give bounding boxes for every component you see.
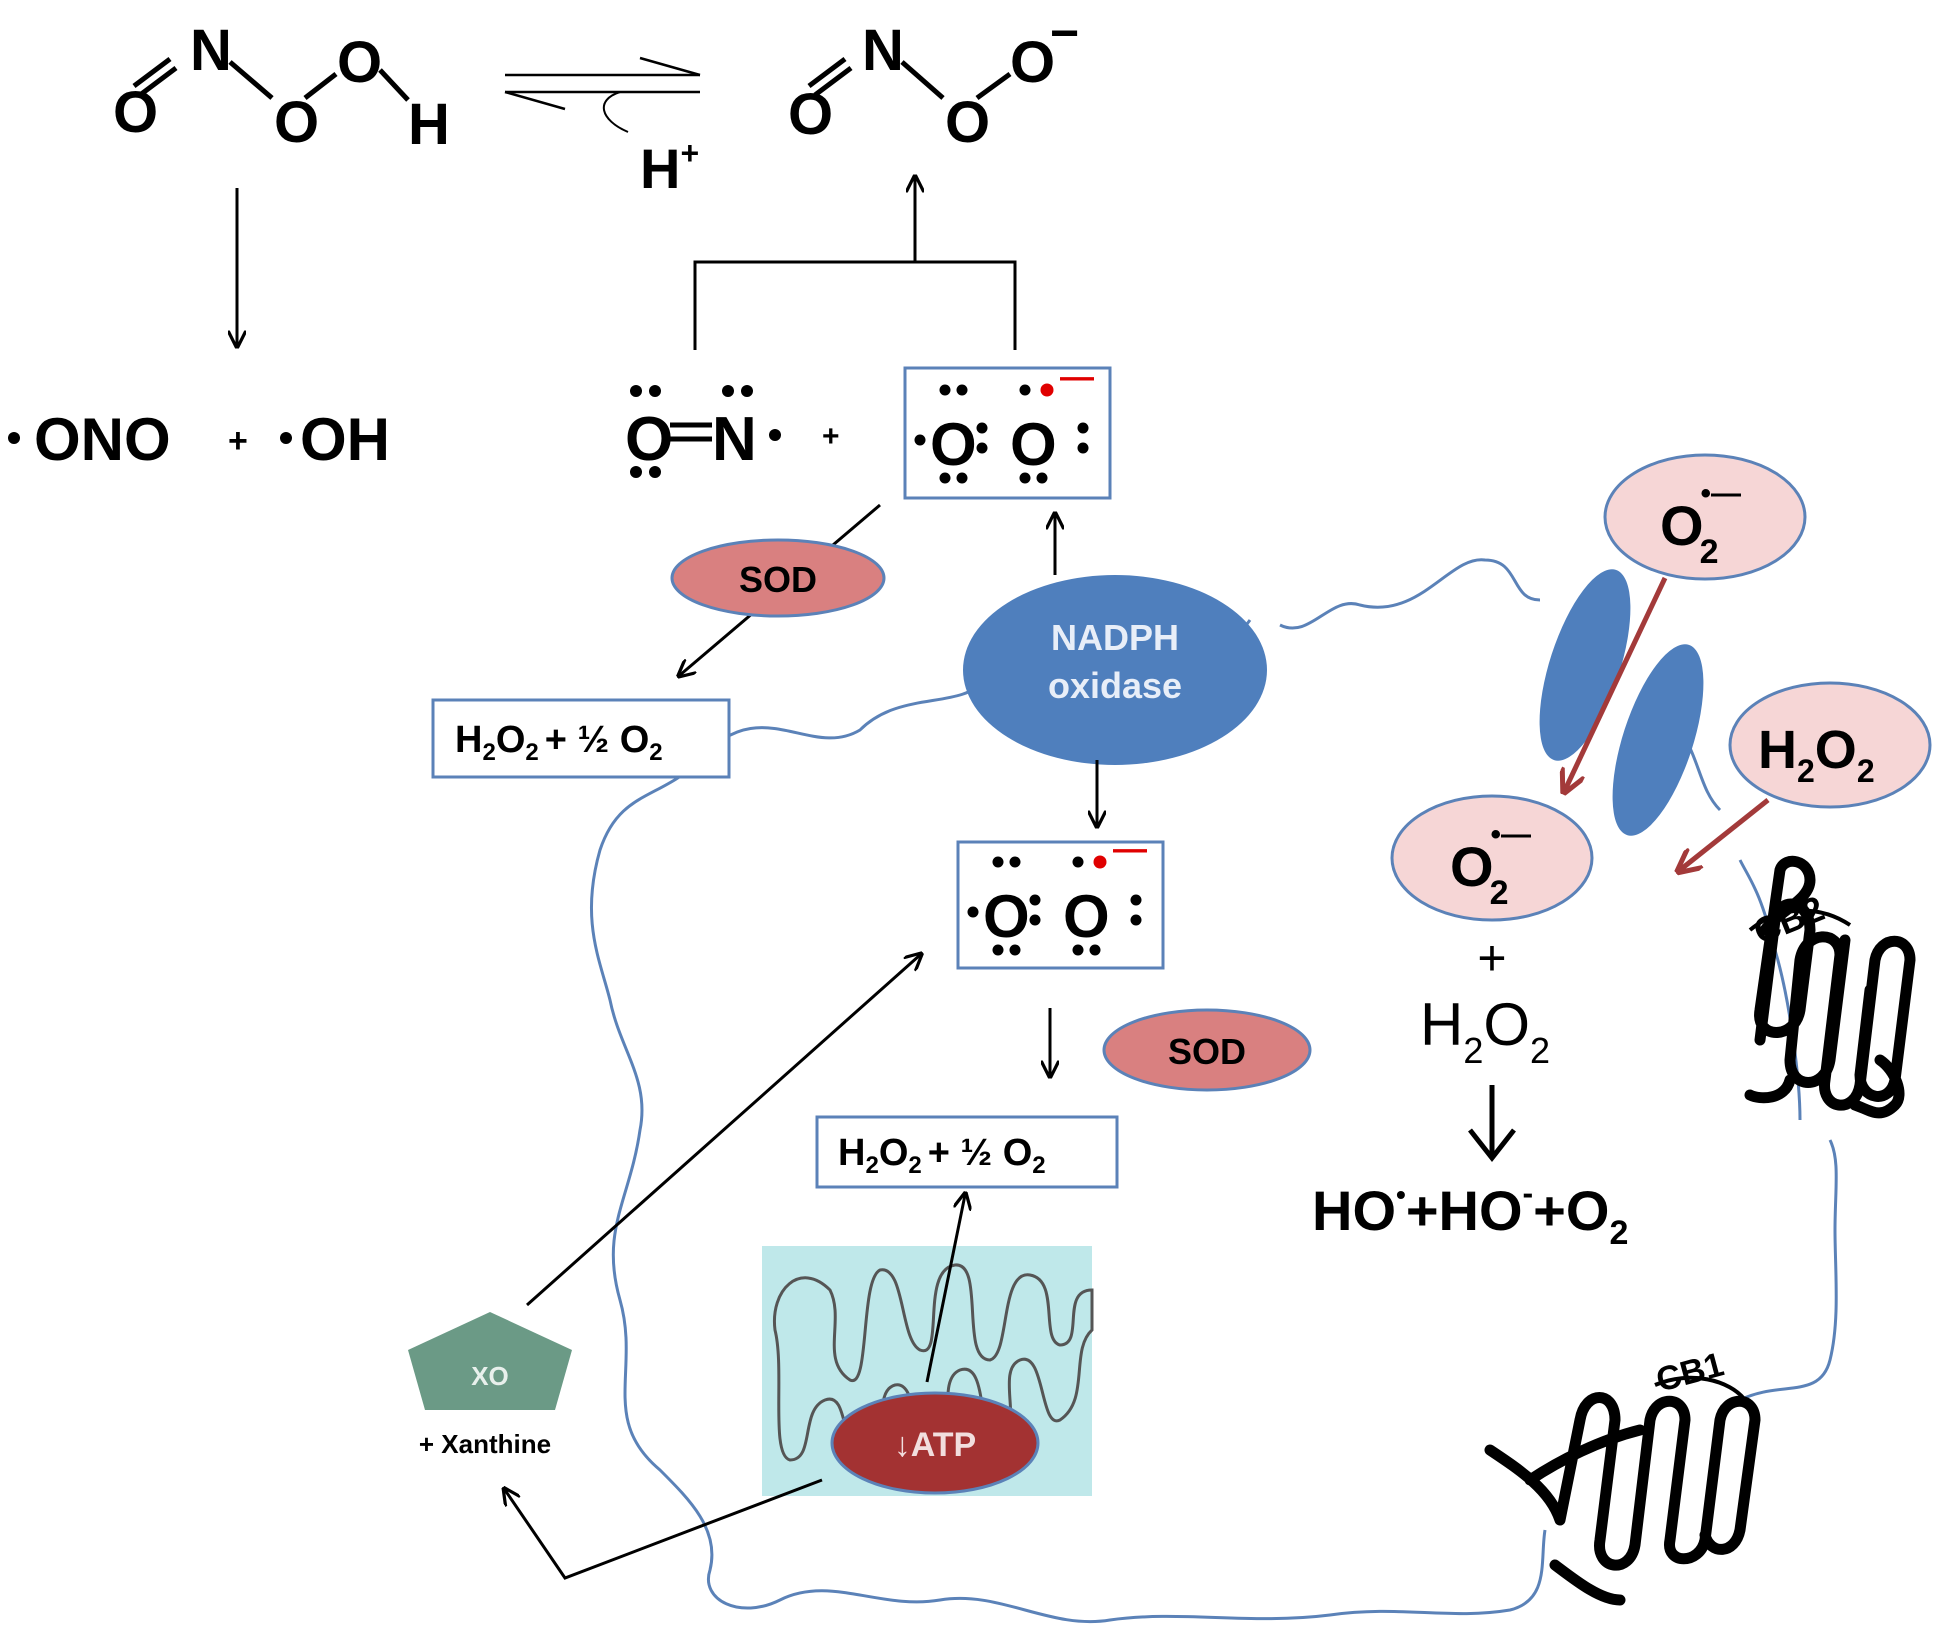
atom-o: O: [113, 80, 158, 145]
atom-o: O: [1010, 30, 1055, 95]
cb2-receptor: CB2: [1744, 855, 1916, 1119]
atom-o: O: [983, 883, 1030, 950]
h2o2-box-mid: H2O2+ ½ O2: [815, 1115, 1119, 1189]
svg-text:O2•—: O2•—: [1450, 818, 1531, 912]
atom-o: O: [1063, 883, 1110, 950]
svg-text:O2•—: O2•—: [1660, 477, 1741, 571]
superoxide-intracellular: O2•—: [1390, 794, 1594, 922]
svg-text:SOD: SOD: [1168, 1031, 1246, 1072]
xo-label: XO: [471, 1361, 509, 1391]
atom-o: O: [337, 30, 382, 95]
atom-o: O: [274, 90, 319, 155]
atom-o: O: [1010, 411, 1057, 478]
nitric-oxide-radical: O N +: [625, 385, 840, 478]
ono-label: ONO: [34, 406, 171, 473]
sod-enzyme-top: SOD: [670, 538, 886, 618]
atom-h: H: [408, 92, 450, 157]
svg-text:H2O2: H2O2: [1758, 720, 1875, 789]
cb1-receptor: CB1: [1484, 1345, 1761, 1606]
atom-o: O: [625, 405, 673, 474]
sod-enzyme-mid: SOD: [1102, 1008, 1312, 1092]
peroxynitrous-acid-structure: O N O O H: [113, 18, 450, 157]
mitochondrion: ↓ATP: [762, 1246, 1094, 1496]
oh-label: OH: [300, 406, 390, 473]
svg-text:SOD: SOD: [739, 559, 817, 600]
cell-membrane: [589, 558, 1838, 1624]
plus-sign: +: [822, 420, 840, 453]
peroxynitrite-structure: O N O O −: [788, 5, 1079, 155]
h2o2-reactant: H2O2: [1420, 991, 1550, 1071]
plus-sign: +: [228, 422, 248, 460]
atom-o: O: [945, 90, 990, 155]
xanthine-label: + Xanthine: [419, 1429, 551, 1459]
svg-text:H2O2+ ½ O2: H2O2+ ½ O2: [455, 719, 663, 766]
proton-label: H+: [640, 135, 699, 200]
fenton-products: HO•+HO-+O2: [1312, 1175, 1628, 1252]
h2o2-influx-arrow: [1680, 798, 1770, 870]
atom-o: O: [930, 411, 977, 478]
atom-o: O: [788, 82, 833, 147]
charge: —: [1113, 830, 1147, 868]
atom-n: N: [190, 18, 232, 83]
combine-bracket: [693, 260, 1017, 350]
superoxide-lewis-box: O — O: [903, 358, 1112, 500]
fenton-arrow-head: [1468, 1128, 1516, 1163]
xanthine-oxidase: XO + Xanthine: [408, 1312, 572, 1459]
superoxide-lewis-box-intracellular: O — O: [956, 830, 1165, 970]
charge: —: [1060, 358, 1094, 396]
atom-n: N: [862, 18, 904, 83]
superoxide-extracellular: O2•—: [1603, 453, 1807, 581]
atp-ellipse: [830, 1391, 1040, 1495]
superoxide-influx-arrow: [1565, 576, 1668, 790]
cb1-label: CB1: [1652, 1345, 1728, 1399]
membrane-channel: [1539, 569, 1704, 836]
atp-to-xo-arrow: [505, 1478, 823, 1580]
plus-sign: +: [1477, 930, 1506, 986]
negative-charge: −: [1050, 5, 1079, 61]
svg-text:H2O2+ ½ O2: H2O2+ ½ O2: [838, 1132, 1046, 1179]
h2o2-extracellular: H2O2: [1728, 681, 1932, 809]
atp-label: ↓ATP: [894, 1426, 976, 1464]
svg-text:NADPH: NADPH: [1051, 617, 1179, 658]
radical-products: ONO + OH: [8, 406, 390, 473]
nadph-oxidase: NADPH oxidase: [963, 575, 1267, 765]
h2o2-box-top: H2O2+ ½ O2: [431, 698, 731, 779]
mito-to-h2o2-arrow: [925, 1195, 965, 1383]
equilibrium-arrow: H+: [504, 56, 701, 200]
xo-to-superoxide-arrow: [526, 955, 920, 1307]
svg-text:oxidase: oxidase: [1048, 665, 1182, 706]
atom-n: N: [712, 405, 757, 474]
